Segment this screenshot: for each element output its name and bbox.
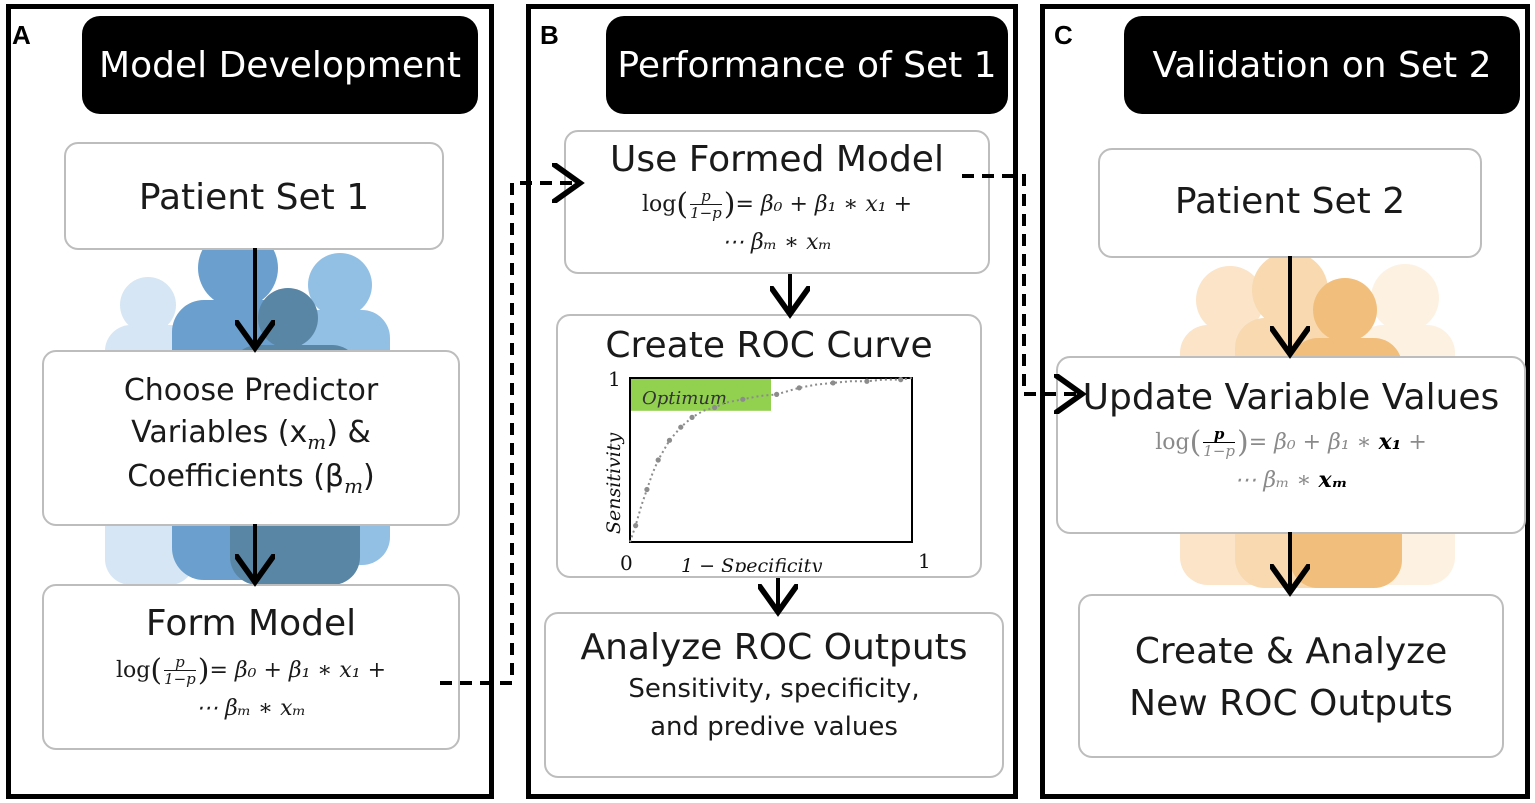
- panel-letter-c: C: [1054, 20, 1073, 50]
- roc-point: [796, 385, 802, 391]
- create-analyze-new-roc-box: Create & Analyze New ROC Outputs: [1078, 594, 1504, 758]
- roc-optimum-label: Optimum: [642, 388, 727, 409]
- roc-point: [678, 424, 684, 430]
- roc-point: [898, 377, 904, 383]
- roc-points: [633, 377, 904, 529]
- panel-letter-a: A: [12, 20, 31, 50]
- analyze-roc-outputs-title: Analyze ROC Outputs: [580, 627, 968, 668]
- form-model-title: Form Model: [145, 603, 357, 644]
- roc-plot-frame: [629, 377, 913, 543]
- roc-x-tick-1: 1: [918, 549, 931, 572]
- choose-predictor-box: Choose Predictor Variables (xm) & Coeffi…: [42, 350, 460, 526]
- roc-point: [740, 396, 746, 402]
- patient-set-1-label: Patient Set 1: [138, 177, 370, 218]
- analyze-line-2: and predive values: [650, 711, 898, 742]
- form-model-formula-line-2: ⋯ βₘ ∗ xₘ: [195, 695, 307, 721]
- roc-y-tick-1: 1: [608, 367, 621, 391]
- patient-set-1-box: Patient Set 1: [64, 142, 444, 250]
- new-roc-line-2: New ROC Outputs: [1129, 683, 1453, 725]
- roc-point: [633, 523, 639, 529]
- roc-point: [712, 404, 718, 411]
- analyze-line-1: Sensitivity, specificity,: [628, 674, 920, 705]
- roc-x-tick-0: 0: [620, 551, 633, 572]
- header-performance-set-1: Performance of Set 1: [606, 16, 1008, 114]
- use-formed-model-title: Use Formed Model: [610, 139, 944, 180]
- roc-point: [644, 486, 650, 493]
- roc-point: [666, 437, 673, 443]
- choose-line-3: Coefficients (βm): [127, 459, 375, 498]
- analyze-roc-outputs-box: Analyze ROC Outputs Sensitivity, specifi…: [544, 612, 1004, 778]
- new-roc-line-1: Create & Analyze: [1134, 631, 1448, 672]
- roc-point: [830, 380, 836, 386]
- roc-xlabel: 1 − Specificity: [681, 555, 822, 572]
- patient-set-2-label: Patient Set 2: [1174, 181, 1406, 222]
- roc-point: [774, 391, 780, 397]
- choose-line-1: Choose Predictor: [123, 373, 379, 408]
- choose-line-2: Variables (xm) &: [131, 415, 371, 454]
- roc-optimum-region: [630, 378, 771, 411]
- roc-point: [864, 378, 870, 384]
- roc-point: [655, 457, 661, 463]
- roc-chart: Optimum Sensitivity 1 − Specificity 0 1 …: [603, 367, 931, 572]
- update-formula-line-2: ⋯ βₘ ∗ xₘ: [1234, 466, 1348, 493]
- header-validation-set-2: Validation on Set 2: [1124, 16, 1520, 114]
- create-roc-curve-title: Create ROC Curve: [605, 325, 933, 366]
- panel-letter-b: B: [540, 20, 559, 50]
- roc-ylabel: Sensitivity: [603, 433, 625, 534]
- roc-point: [689, 414, 695, 420]
- update-variable-values-title: Update Variable Values: [1082, 377, 1500, 418]
- use-formed-model-formula-line-2: ⋯ βₘ ∗ xₘ: [721, 229, 833, 255]
- patient-set-2-box: Patient Set 2: [1098, 148, 1482, 258]
- header-model-development: Model Development: [82, 16, 478, 114]
